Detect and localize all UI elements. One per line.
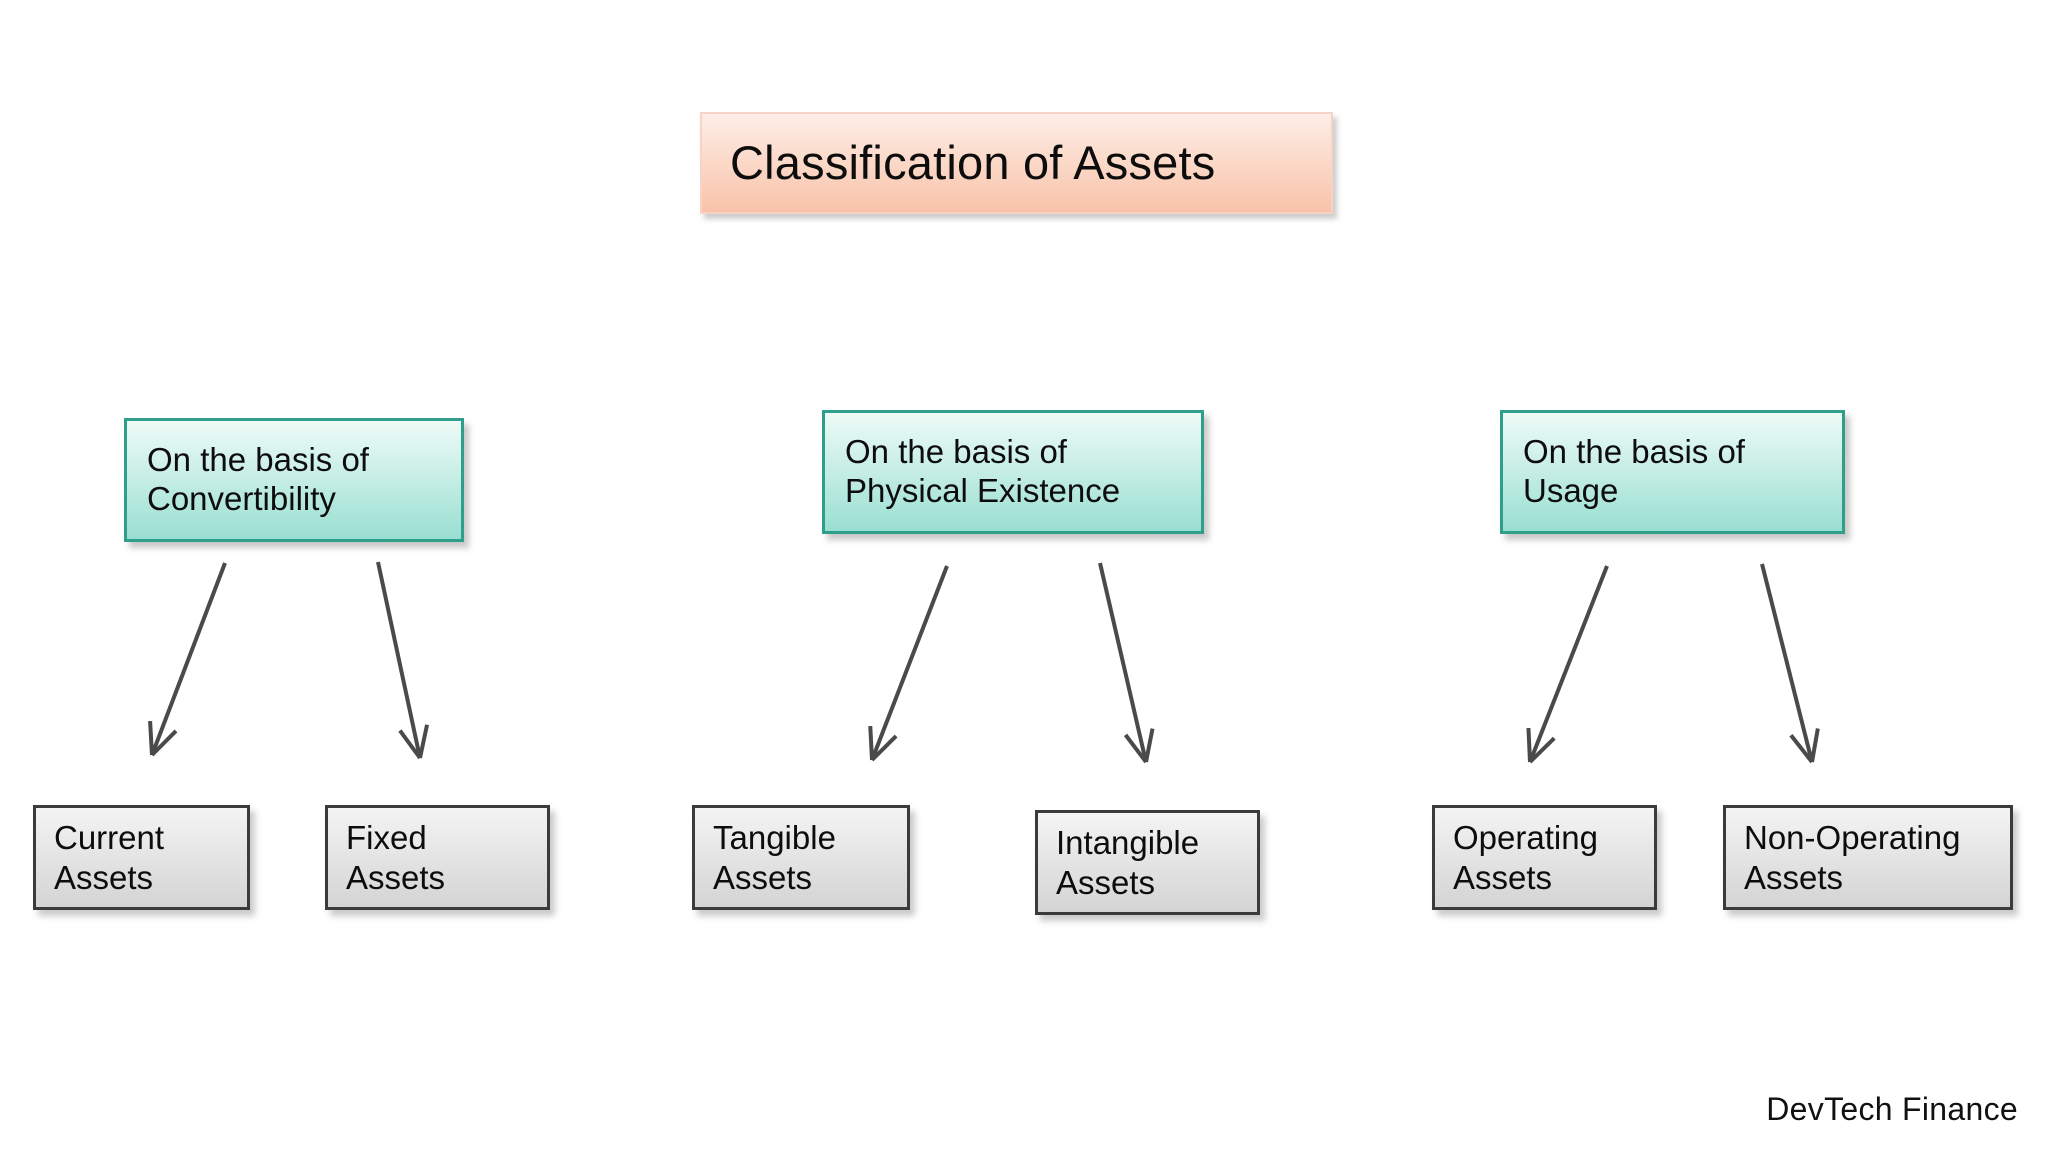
connector-physical-to-tangible: [868, 565, 949, 762]
node-operating-assets-line1: Operating: [1453, 818, 1598, 856]
node-classification-of-assets[interactable]: Classification of Assets: [700, 112, 1333, 214]
connector-usage-to-non-operating: [1760, 563, 1820, 764]
node-non-operating-assets-line1: Non-Operating: [1744, 818, 1961, 856]
node-title-label: Classification of Assets: [730, 135, 1216, 189]
node-usage-line2: Usage: [1523, 472, 1619, 509]
node-current-assets-line1: Current: [54, 818, 165, 856]
node-fixed-assets-line1: Fixed: [346, 818, 427, 856]
connector-convertibility-to-current: [148, 562, 227, 757]
connector-physical-to-intangible: [1098, 562, 1155, 764]
node-intangible-assets-line1: Intangible: [1056, 823, 1200, 861]
node-current-assets-line2: Assets: [54, 858, 154, 896]
node-fixed-assets-line2: Assets: [346, 858, 446, 896]
node-usage-line1: On the basis of: [1523, 433, 1745, 471]
watermark-devtech-finance: DevTech Finance: [1766, 1091, 2018, 1127]
connector-usage-to-operating: [1526, 565, 1609, 764]
connector-convertibility-to-fixed: [376, 561, 430, 760]
node-physical-existence-line2: Physical Existence: [845, 472, 1121, 509]
node-physical-existence-line1: On the basis of: [845, 433, 1067, 471]
node-tangible-assets-line2: Assets: [713, 858, 813, 896]
node-convertibility-line2: Convertibility: [147, 480, 336, 517]
node-operating-assets-line2: Assets: [1453, 858, 1553, 896]
node-intangible-assets-line2: Assets: [1056, 863, 1156, 901]
node-tangible-assets-line1: Tangible: [713, 818, 836, 856]
node-non-operating-assets-line2: Assets: [1744, 858, 1844, 896]
node-convertibility-line1: On the basis of: [147, 441, 369, 479]
